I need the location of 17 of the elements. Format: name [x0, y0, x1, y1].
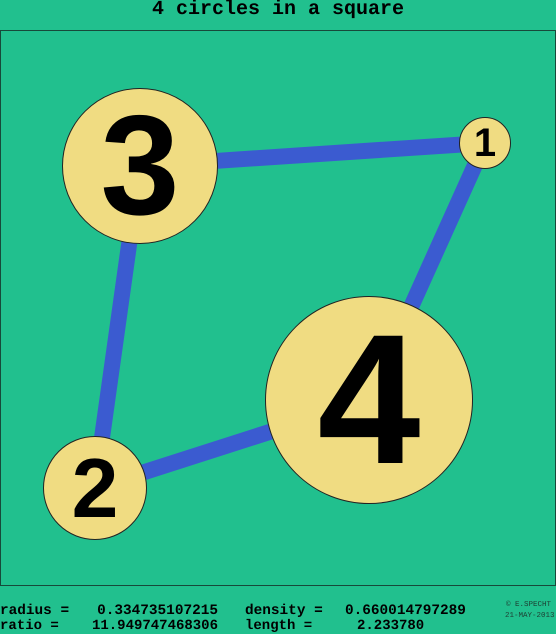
circle-number: 4	[318, 308, 420, 492]
stat-name: length =	[245, 619, 312, 633]
stat-value: 2.233780	[357, 619, 424, 633]
stat-name: radius =	[0, 604, 70, 618]
connector-line	[141, 424, 273, 480]
circle-number: 3	[100, 95, 180, 237]
stat-name: ratio =	[0, 619, 59, 633]
circle-node	[459, 117, 511, 169]
stat-value: 11.949747468306	[92, 619, 218, 633]
circle-number: 2	[72, 446, 118, 530]
stat-value: 0.334735107215	[97, 604, 218, 618]
connector-line	[94, 242, 138, 438]
connector-line	[216, 136, 461, 169]
stat-name: density =	[245, 604, 323, 618]
connector-line	[404, 162, 482, 309]
circle-number: 1	[474, 123, 496, 163]
stat-value: 0.660014797289	[345, 604, 466, 618]
